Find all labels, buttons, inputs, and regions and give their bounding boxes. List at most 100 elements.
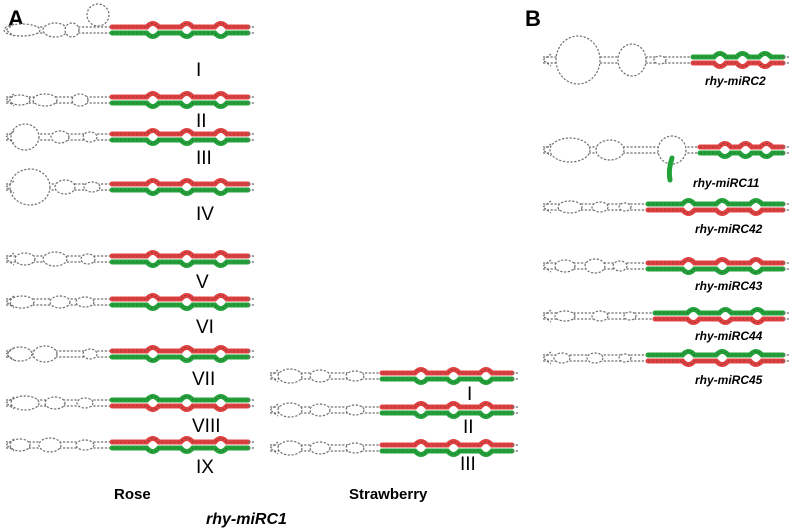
- rose-6-top-strand-beads: [112, 295, 248, 300]
- rose-5-terminal: [5, 252, 15, 266]
- rose-1-loop-1: [42, 22, 68, 38]
- b-label-mirc43: rhy-miRC43: [695, 279, 763, 293]
- rose-6-loop-0: [9, 295, 35, 309]
- rose-4-terminal: [5, 180, 15, 194]
- strawberry-3-loop-1: [309, 441, 331, 455]
- rose-4-loop-1: [54, 179, 76, 195]
- rose-4-top-strand-beads: [112, 180, 248, 185]
- b-2-bottom-strand-beads: [700, 152, 783, 157]
- rose-8-terminal: [5, 396, 15, 410]
- b-1-top-strand-beads: [693, 53, 783, 58]
- rose-1-top-strand-beads: [112, 23, 248, 28]
- rose-5-loop-0: [14, 252, 36, 266]
- rose-variant-6-label: VI: [196, 317, 214, 338]
- strawberry-2-loop-0: [277, 402, 303, 418]
- b-3-top-strand-beads: [648, 200, 783, 205]
- strawberry-hairpin-3: [269, 439, 518, 457]
- rose-3-bottom-strand: [109, 137, 251, 146]
- b-5-bottom-strand-beads: [655, 318, 783, 323]
- rose-6-bottom-strand: [109, 302, 251, 311]
- strawberry-variant-1-label: I: [467, 384, 472, 405]
- rose-1-terminal: [5, 23, 15, 37]
- b-4-terminal: [542, 259, 552, 273]
- rose-8-bottom-strand: [109, 403, 251, 412]
- b-1-loop-0: [555, 35, 601, 85]
- b-6-loop-2: [618, 353, 632, 363]
- rose-7-bottom-strand: [109, 354, 251, 363]
- rose-variant-5-label: V: [196, 272, 209, 293]
- strawberry-1-bottom-strand: [379, 376, 515, 385]
- rose-4-loop-2: [83, 181, 101, 193]
- strawberry-2-loop-1: [309, 403, 331, 417]
- b-5-top-strand: [652, 307, 786, 316]
- strawberry-3-bottom-strand: [379, 448, 515, 457]
- strawberry-1-loop-2: [345, 370, 365, 382]
- b-4-loop-1: [584, 258, 606, 274]
- b-3-loop-1: [591, 201, 609, 213]
- rose-7-loop-1: [32, 345, 58, 363]
- rose-6-top-strand: [109, 293, 251, 302]
- strawberry-hairpins: [269, 367, 518, 457]
- rose-2-tail: [248, 96, 254, 104]
- rose-2-loop-0: [9, 94, 31, 106]
- rose-9-loop-0: [9, 438, 31, 452]
- rose-6-loop-1: [49, 295, 71, 309]
- strawberry-2-terminal: [269, 403, 279, 417]
- b-3-tail: [783, 203, 789, 211]
- rose-variant-1-label: I: [196, 60, 201, 81]
- b-hairpin-4: [542, 257, 789, 275]
- rose-8-bottom-strand-beads: [112, 405, 248, 410]
- b-1-tail: [783, 56, 789, 64]
- rose-2-top-strand: [109, 91, 251, 100]
- rose-8-loop-0: [10, 395, 40, 411]
- rose-4-loop-0: [9, 168, 51, 206]
- rose-hairpin-9: [5, 436, 254, 454]
- b-4-tail: [783, 262, 789, 270]
- rose-4-tail: [248, 183, 254, 191]
- panel-b-hairpins: [542, 35, 789, 367]
- b-4-bottom-strand-beads: [648, 268, 783, 273]
- rose-9-bottom-strand: [109, 445, 251, 454]
- b-3-bottom-strand-beads: [648, 209, 783, 214]
- strawberry-3-tail: [512, 444, 518, 452]
- b-1-terminal: [542, 53, 552, 67]
- rose-2-bottom-strand-beads: [112, 102, 248, 107]
- rose-3-tail: [248, 133, 254, 141]
- rose-6-bottom-strand-beads: [112, 304, 248, 309]
- rose-7-loop-2: [82, 348, 98, 360]
- b-hairpin-3: [542, 198, 789, 216]
- rose-variant-7-label: VII: [192, 369, 215, 390]
- b-6-top-strand: [645, 349, 786, 358]
- b-1-bottom-strand-beads: [693, 62, 783, 67]
- rose-5-bottom-strand: [109, 259, 251, 268]
- rose-7-terminal: [5, 347, 15, 361]
- strawberry-1-tail: [512, 372, 518, 380]
- rose-5-bottom-strand-beads: [112, 261, 248, 266]
- rose-hairpin-8: [5, 394, 254, 412]
- rose-9-tail: [248, 441, 254, 449]
- b-2-tail: [783, 146, 789, 154]
- b-6-tail: [783, 354, 789, 362]
- b-4-top-strand-beads: [648, 259, 783, 264]
- rose-3-terminal: [5, 130, 15, 144]
- b-3-loop-2: [618, 202, 632, 212]
- rose-9-bottom-strand-beads: [112, 447, 248, 452]
- rose-hairpin-5: [5, 250, 254, 268]
- strawberry-1-loop-1: [309, 369, 331, 383]
- rose-9-terminal: [5, 438, 15, 452]
- rose-hairpin-2: [5, 91, 254, 109]
- b-hairpin-5: [542, 307, 789, 325]
- b-1-bottom-strand: [690, 60, 786, 69]
- b-4-bottom-strand: [645, 266, 786, 275]
- b-5-top-strand-beads: [655, 309, 783, 314]
- rose-8-top-strand-beads: [112, 396, 248, 401]
- rose-2-terminal: [5, 93, 15, 107]
- b-2-loop-2: [657, 135, 687, 165]
- b-1-loop-2: [653, 55, 667, 65]
- rose-2-loop-1: [32, 93, 58, 107]
- b-hairpin-1: [542, 35, 789, 85]
- strawberry-hairpin-1: [269, 367, 518, 385]
- panel-b-letter: B: [525, 6, 541, 31]
- rose-variant-3-label: III: [196, 148, 212, 169]
- rose-1-apical-loop: [86, 3, 110, 27]
